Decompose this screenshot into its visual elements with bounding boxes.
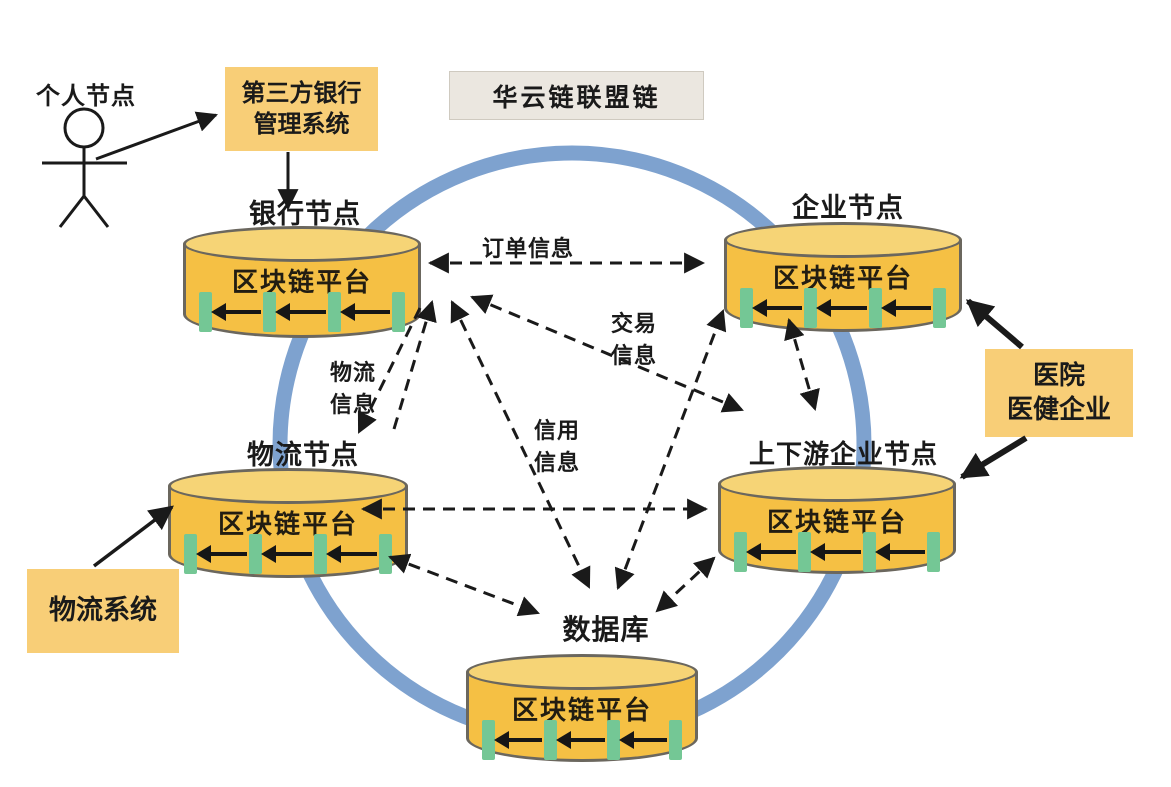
enterprise-node-cylinder: 区块链平台 (724, 222, 962, 332)
block-bar (932, 288, 946, 328)
supply-chain-node-label: 上下游企业节点 (748, 439, 938, 469)
arrow-logistics-database (388, 553, 540, 617)
block-link-arrow (874, 543, 925, 561)
blockchain-blocks-graphic (482, 720, 682, 760)
database-node-label: 数据库 (562, 614, 650, 645)
block-link-arrow (816, 299, 867, 317)
consortium-chain-title-box: 华云链联盟链 (449, 71, 704, 120)
block-bar (868, 288, 882, 328)
block-link-arrow (556, 731, 605, 749)
hospital-enterprise-box: 医院 医健企业 (985, 349, 1133, 437)
arrow-hospital-to-supply-chain-node (959, 435, 1028, 480)
person-leg (58, 195, 86, 228)
credit-info-edge-label: 信用 信息 (533, 418, 580, 475)
database-node-cylinder: 区块链平台 (466, 654, 698, 762)
cylinder-top (466, 654, 698, 690)
block-link-arrow (880, 299, 931, 317)
block-bar (391, 292, 405, 332)
blockchain-blocks-graphic (199, 292, 405, 332)
arrow-enterprise-supply-chain (784, 317, 820, 412)
block-bar (379, 534, 392, 574)
block-bar (199, 292, 212, 332)
cylinder-top (168, 468, 408, 504)
arrow-logistics-system-to-logistics-node (92, 505, 174, 568)
blockchain-blocks-graphic (184, 534, 392, 574)
block-link-arrow (339, 303, 390, 321)
supply-chain-node-cylinder: 区块链平台 (718, 466, 956, 574)
arrow-hospital-to-enterprise-node (965, 298, 1024, 350)
person-leg (82, 195, 110, 228)
block-link-arrow (751, 299, 803, 317)
cylinder-top (183, 226, 421, 262)
logistics-system-box: 物流系统 (27, 569, 179, 653)
block-link-arrow (261, 545, 312, 563)
block-link-arrow (745, 543, 797, 561)
logistics-node-label: 物流节点 (247, 440, 359, 470)
cylinder-top (718, 466, 956, 502)
block-link-arrow (210, 303, 262, 321)
trade-info-edge-label: 交易 信息 (610, 311, 657, 368)
block-bar (184, 534, 197, 574)
block-link-arrow (493, 731, 543, 749)
block-bar (249, 534, 262, 574)
order-info-edge-label: 订单信息 (481, 236, 574, 261)
block-link-arrow (275, 303, 326, 321)
arrow-person-to-bank-system (95, 111, 218, 161)
person-head (63, 107, 105, 149)
block-link-arrow (618, 731, 667, 749)
bank-node-cylinder: 区块链平台 (183, 226, 421, 338)
arrow-supply-chain-database (655, 556, 716, 613)
person-stick-figure (42, 107, 127, 228)
block-link-arrow (196, 545, 247, 563)
logistics-info-edge-label: 物流 信息 (329, 360, 376, 417)
block-bar (926, 532, 940, 572)
consortium-chain-title: 华云链联盟链 (492, 83, 661, 112)
block-bar (668, 720, 682, 760)
enterprise-node-label: 企业节点 (792, 193, 904, 223)
person-node-label: 个人节点 (36, 83, 136, 110)
logistics-node-cylinder: 区块链平台 (168, 468, 408, 578)
block-link-arrow (810, 543, 861, 561)
third-party-bank-system-box: 第三方银行 管理系统 (225, 67, 378, 151)
blockchain-blocks-graphic (734, 532, 940, 572)
bank-node-label: 银行节点 (249, 199, 361, 229)
blockchain-blocks-graphic (740, 288, 946, 328)
block-link-arrow (326, 545, 377, 563)
cylinder-top (724, 222, 962, 258)
